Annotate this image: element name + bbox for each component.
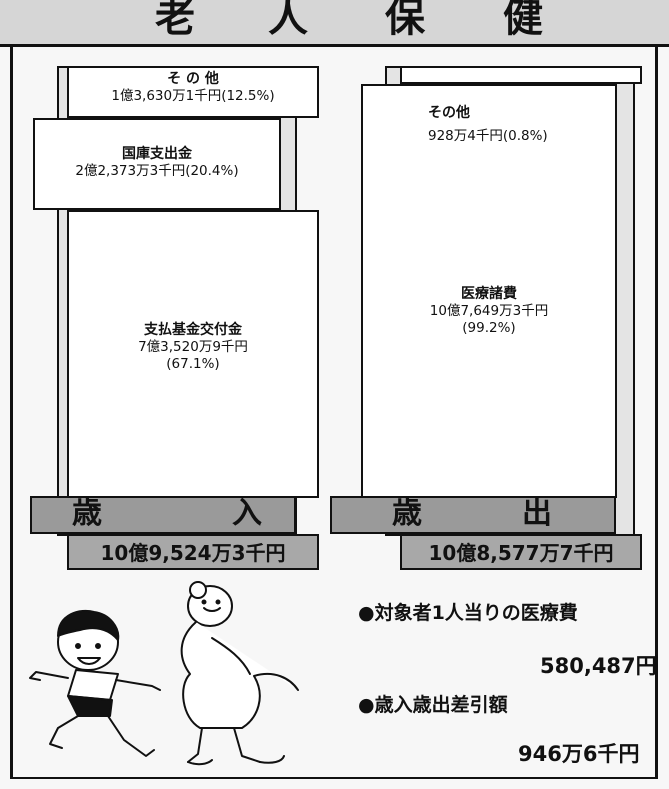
expenditure-medical-label: 医療諸費 bbox=[461, 286, 517, 302]
title-char: 健 bbox=[503, 0, 543, 41]
title-char: 保 bbox=[385, 0, 425, 41]
expenditure-other-amount: 928万4千円(0.8%) bbox=[428, 128, 548, 144]
title-char: 老 bbox=[155, 0, 195, 41]
note-medical-per-person-label: ●対象者1人当りの医療費 bbox=[358, 602, 578, 624]
revenue-fund-amount: 7億3,520万9千円 bbox=[138, 339, 248, 355]
title-bar: 老 人 保 健 bbox=[0, 0, 669, 47]
revenue-fund-box: 支払基金交付金 7億3,520万9千円 (67.1%) bbox=[67, 210, 319, 498]
note-medical-per-person-value: 580,487円 bbox=[540, 654, 657, 678]
content-frame bbox=[10, 47, 658, 779]
revenue-national-treasury-amount: 2億2,373万3千円(20.4%) bbox=[75, 163, 239, 179]
revenue-label-left: 歳 bbox=[72, 496, 102, 531]
revenue-fund-label: 支払基金交付金 bbox=[144, 322, 242, 338]
title-char: 人 bbox=[268, 0, 308, 41]
expenditure-other-label: その他 bbox=[428, 105, 470, 121]
expenditure-label-left: 歳 bbox=[392, 496, 422, 531]
expenditure-label-right: 出 bbox=[522, 496, 552, 531]
revenue-total: 10億9,524万3千円 bbox=[67, 534, 319, 570]
expenditure-other-annotation: その他 928万4千円(0.8%) bbox=[428, 102, 548, 144]
revenue-label-right: 入 bbox=[232, 496, 262, 531]
child-and-elder-illustration bbox=[29, 581, 299, 766]
note-balance-label: ●歳入歳出差引額 bbox=[358, 694, 508, 716]
note-balance-value: 946万6千円 bbox=[518, 742, 640, 766]
revenue-other-box: そ の 他 1億3,630万1千円(12.5%) bbox=[67, 66, 319, 118]
revenue-national-treasury-box: 国庫支出金 2億2,373万3千円(20.4%) bbox=[33, 118, 281, 210]
expenditure-total: 10億8,577万7千円 bbox=[400, 534, 642, 570]
expenditure-other-box bbox=[400, 66, 642, 84]
expenditure-medical-amount: 10億7,649万3千円 bbox=[429, 303, 549, 319]
revenue-other-amount: 1億3,630万1千円(12.5%) bbox=[111, 88, 275, 104]
revenue-label-bar: 歳 入 bbox=[30, 496, 296, 534]
expenditure-label-bar: 歳 出 bbox=[330, 496, 616, 534]
expenditure-medical-percent: (99.2%) bbox=[462, 320, 516, 336]
revenue-other-label: そ の 他 bbox=[167, 71, 219, 87]
revenue-fund-percent: (67.1%) bbox=[166, 356, 220, 372]
revenue-national-treasury-label: 国庫支出金 bbox=[122, 146, 192, 162]
expenditure-medical-box: 医療諸費 10億7,649万3千円 (99.2%) bbox=[361, 84, 617, 498]
